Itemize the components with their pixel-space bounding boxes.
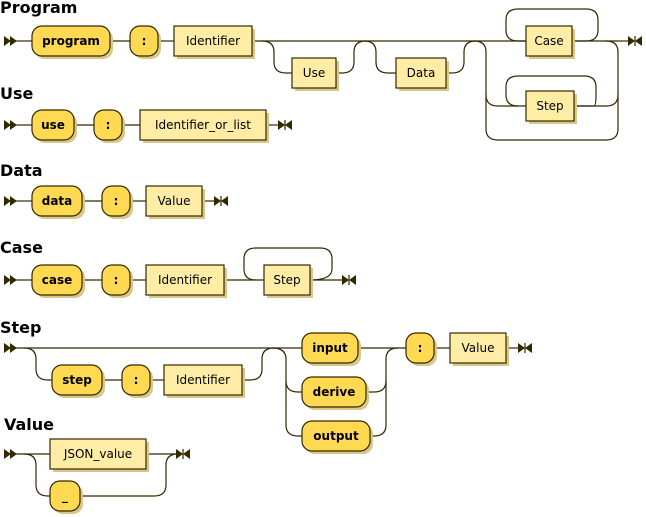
svg-text:Case: Case <box>534 34 563 48</box>
step-identifier: Identifier <box>163 364 245 398</box>
svg-text:Value: Value <box>462 341 495 355</box>
svg-text:derive: derive <box>313 385 356 399</box>
rule-step: Step step : <box>0 318 532 454</box>
step-keyword: step <box>51 364 105 398</box>
svg-text:input: input <box>312 341 348 355</box>
svg-text:JSON_value: JSON_value <box>63 447 132 461</box>
step-colon-1: : <box>121 364 153 398</box>
svg-text::: : <box>114 194 119 208</box>
rule-use: Use use : Identifier_or_list <box>0 84 292 143</box>
rule-title-value: Value <box>4 415 54 434</box>
program-case: Case <box>525 25 575 59</box>
rule-title-use: Use <box>0 84 34 103</box>
svg-text:_: _ <box>62 489 68 504</box>
svg-text:program: program <box>42 34 100 48</box>
program-identifier: Identifier <box>173 25 255 59</box>
step-colon-2: : <box>405 332 437 366</box>
svg-text:case: case <box>42 273 73 287</box>
case-step: Step <box>263 264 313 298</box>
svg-text:Identifier_or_list: Identifier_or_list <box>155 118 251 132</box>
svg-text:Identifier: Identifier <box>176 373 230 387</box>
use-colon: : <box>93 109 125 143</box>
use-identifier-or-list: Identifier_or_list <box>139 109 269 143</box>
svg-text:step: step <box>62 373 92 387</box>
data-colon: : <box>101 185 133 219</box>
svg-text:Identifier: Identifier <box>158 273 212 287</box>
rule-program: Program <box>0 0 642 141</box>
svg-text:data: data <box>42 194 73 208</box>
svg-text::: : <box>106 118 111 132</box>
step-output: output <box>301 420 373 454</box>
rule-title-step: Step <box>0 318 41 337</box>
svg-text:Step: Step <box>536 99 563 113</box>
svg-text::: : <box>418 341 423 355</box>
rule-case: Case case : Identifier <box>0 238 356 298</box>
rule-title-case: Case <box>0 238 43 257</box>
svg-text:Data: Data <box>407 66 436 80</box>
data-keyword: data <box>31 185 85 219</box>
svg-text::: : <box>134 373 139 387</box>
step-derive: derive <box>301 376 369 410</box>
step-input: input <box>301 332 361 366</box>
svg-text::: : <box>142 34 147 48</box>
svg-text:Step: Step <box>273 273 300 287</box>
case-colon: : <box>101 264 133 298</box>
svg-text:Use: Use <box>303 66 325 80</box>
program-colon: : <box>129 25 161 59</box>
program-use: Use <box>291 57 339 91</box>
program-step: Step <box>525 90 577 124</box>
rule-value: Value JSON_value _ <box>4 415 190 514</box>
program-data: Data <box>395 57 449 91</box>
data-value: Value <box>145 185 205 219</box>
rule-title-program: Program <box>0 0 77 17</box>
rule-title-data: Data <box>0 161 43 180</box>
value-json-value: JSON_value <box>49 438 149 472</box>
use-keyword: use <box>31 109 77 143</box>
svg-text:Identifier: Identifier <box>186 34 240 48</box>
svg-text:Value: Value <box>158 194 191 208</box>
value-underscore: _ <box>49 480 83 514</box>
svg-text:use: use <box>41 118 65 132</box>
rule-data: Data data : Value <box>0 161 228 219</box>
case-keyword: case <box>31 264 85 298</box>
svg-text::: : <box>114 273 119 287</box>
step-value: Value <box>449 332 509 366</box>
program-keyword: program <box>31 25 113 59</box>
case-identifier: Identifier <box>145 264 227 298</box>
svg-text:output: output <box>313 429 359 443</box>
